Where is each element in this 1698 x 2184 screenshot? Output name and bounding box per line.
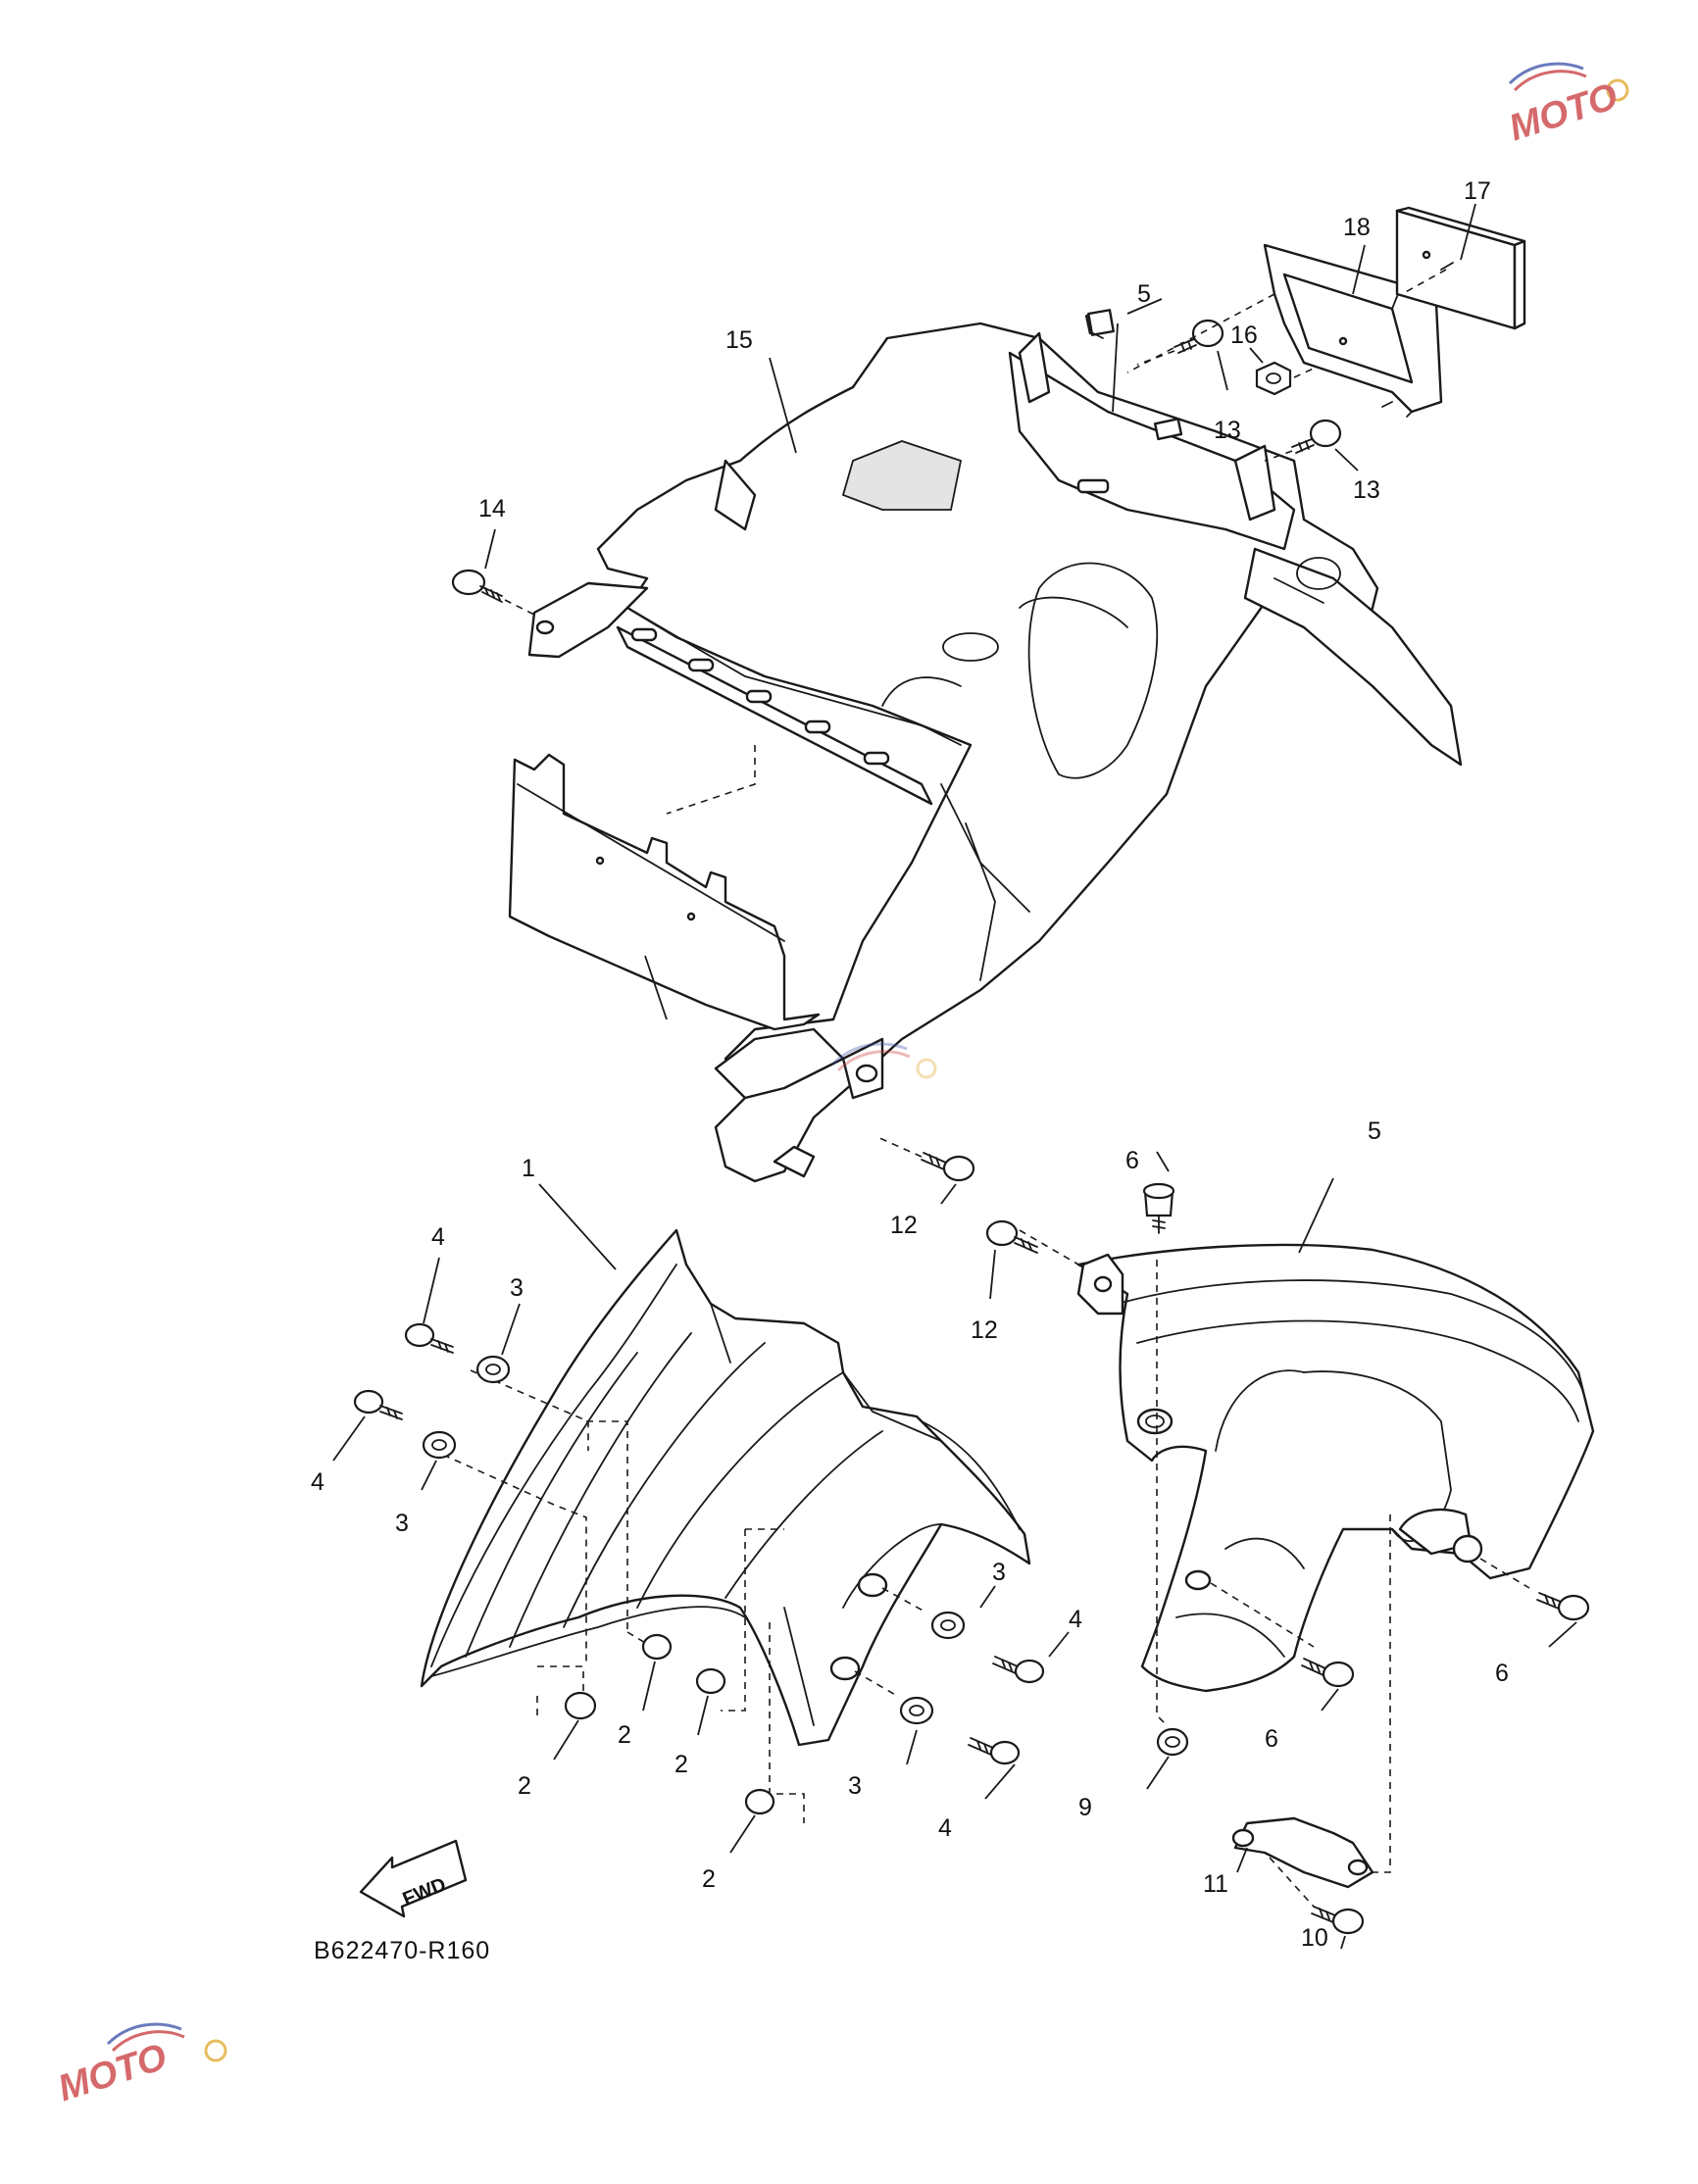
hardware-rear-fender (985, 1182, 1590, 1935)
callout-3a: 3 (510, 1274, 524, 1302)
fwd-arrow: FWD (359, 1839, 468, 1918)
callout-15: 5 (1137, 280, 1151, 308)
callout-4b: 4 (311, 1468, 325, 1496)
callout-7: 9 (1078, 1794, 1092, 1821)
callout-3d: 3 (848, 1772, 862, 1800)
callout-13a: 14 (478, 495, 506, 522)
part-1-front-fender (420, 1228, 1031, 1823)
callout-4a: 4 (431, 1223, 445, 1251)
callout-9: 11 (1203, 1870, 1228, 1898)
watermark-text-top: MOTO (1504, 75, 1623, 149)
callout-12b: 13 (1353, 476, 1380, 504)
callout-6c: 6 (1265, 1725, 1278, 1753)
callout-3c: 3 (992, 1559, 1006, 1586)
part-14-shield (508, 745, 821, 1031)
watermark-bottom-left: MOTO (53, 2022, 227, 2110)
callout-3b: 3 (395, 1510, 409, 1537)
callout-17: 17 (1464, 177, 1491, 205)
watermark-top-right: MOTO (1504, 62, 1629, 149)
callout-11: 15 (725, 326, 753, 354)
callout-6a: 6 (1125, 1147, 1139, 1174)
callout-12a: 13 (1214, 417, 1241, 444)
callout-16: 18 (1343, 214, 1371, 241)
watermark-center (831, 1042, 937, 1079)
bolt-13-lower (876, 1136, 975, 1182)
bolt-12a (1136, 319, 1224, 366)
bolt-12b (1264, 419, 1342, 462)
clip-15 (1087, 309, 1115, 339)
callout-numbers: 15 5 18 17 16 13 13 14 12 1 6 5 4 3 12 4… (311, 177, 1509, 1952)
callout-2b: 2 (674, 1751, 688, 1778)
hardware-front-fender (353, 1322, 1045, 1815)
bolt-13-upper (451, 569, 649, 659)
callout-4d: 4 (938, 1814, 952, 1842)
watermark-text-bottom: MOTO (53, 2036, 172, 2110)
callout-13b: 12 (890, 1212, 918, 1239)
callout-5: 5 (1368, 1117, 1381, 1145)
diagram-code: B622470-R160 (314, 1937, 490, 1964)
callout-8: 12 (971, 1316, 998, 1344)
callout-2a: 2 (618, 1721, 631, 1749)
reflector-17 (1395, 206, 1526, 330)
leader-lines (332, 203, 1577, 1950)
callout-18: 16 (1230, 322, 1258, 349)
callout-1: 1 (522, 1155, 535, 1182)
part-5-rear-fender (1019, 1229, 1595, 1873)
part-11-rear-fender-base (596, 310, 1463, 1183)
callout-10: 10 (1301, 1924, 1328, 1952)
callout-2c: 2 (518, 1772, 531, 1800)
callout-4c: 4 (1069, 1606, 1082, 1633)
callout-2d: 2 (702, 1865, 716, 1893)
callout-6b: 6 (1495, 1660, 1509, 1687)
